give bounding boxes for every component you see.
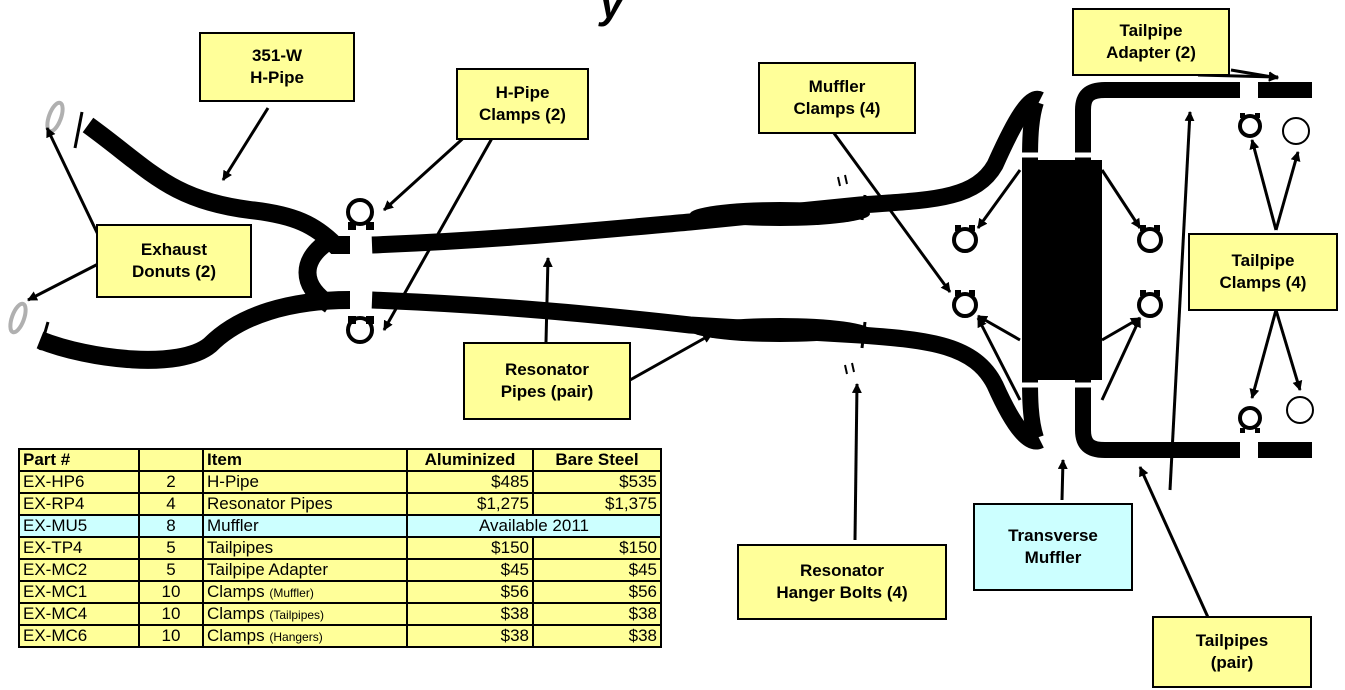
cell-item: Clamps (Hangers): [202, 624, 408, 648]
header-part-number: Part #: [18, 448, 140, 472]
item-note: (Hangers): [269, 630, 323, 644]
item-name: Clamps: [207, 604, 270, 623]
clamp-muffler-1: [952, 227, 978, 253]
cell-item: Tailpipe Adapter: [202, 558, 408, 582]
clamp-h-pipe-upper: [346, 198, 374, 226]
table-header-row: Part # Item Aluminized Bare Steel: [18, 448, 662, 472]
header-bare-steel: Bare Steel: [532, 448, 662, 472]
table-row: EX-TP4 5 Tailpipes $150 $150: [18, 536, 662, 560]
cell-item: Clamps (Tailpipes): [202, 602, 408, 626]
cell-bare-steel: $45: [532, 558, 662, 582]
cell-qty: 10: [138, 624, 204, 648]
cell-part: EX-HP6: [18, 470, 140, 494]
clamp-muffler-3: [1137, 227, 1163, 253]
cell-aluminized: $38: [406, 602, 534, 626]
tailpipe-upper: [1075, 82, 1240, 160]
muffler-inlet-lower: [1022, 379, 1044, 441]
clamp-tailpipe-1: [1238, 114, 1262, 138]
cell-item: Clamps (Muffler): [202, 580, 408, 604]
label-tailpipes: Tailpipes(pair): [1152, 616, 1312, 688]
exhaust-donut-lower: [8, 301, 28, 335]
cell-part: EX-TP4: [18, 536, 140, 560]
pipe-assembly: [36, 82, 1312, 458]
cell-bare-steel: $56: [532, 580, 662, 604]
cell-qty: 5: [138, 536, 204, 560]
cell-part: EX-MC1: [18, 580, 140, 604]
cell-part: EX-MC4: [18, 602, 140, 626]
table-row: EX-MC1 10 Clamps (Muffler) $56 $56: [18, 580, 662, 604]
resonator-upper: [690, 202, 870, 226]
transverse-muffler-body: [1022, 160, 1102, 380]
clamp-muffler-2: [952, 292, 978, 318]
cell-item: Resonator Pipes: [202, 492, 408, 516]
cell-bare-steel: $38: [532, 602, 662, 626]
table-row: EX-HP6 2 H-Pipe $485 $535: [18, 470, 662, 494]
item-note: (Tailpipes): [269, 608, 325, 622]
cell-part: EX-MU5: [18, 514, 140, 538]
h-pipe-upper: [82, 117, 350, 254]
clamp-muffler-4: [1137, 292, 1163, 318]
cell-part: EX-MC6: [18, 624, 140, 648]
cell-item: H-Pipe: [202, 470, 408, 494]
item-name: Clamps: [207, 582, 270, 601]
resonator-lower: [690, 318, 870, 342]
cell-qty: 4: [138, 492, 204, 516]
table-row: EX-MC2 5 Tailpipe Adapter $45 $45: [18, 558, 662, 582]
cell-item: Tailpipes: [202, 536, 408, 560]
item-note: (Muffler): [269, 586, 314, 600]
clamp-tailpipe-2: [1282, 117, 1310, 145]
cell-qty: 10: [138, 580, 204, 604]
cell-part: EX-RP4: [18, 492, 140, 516]
h-pipe-lower: [36, 291, 351, 369]
cell-aluminized: $150: [406, 536, 534, 560]
muffler-inlet-upper: [1022, 99, 1044, 161]
parts-price-table: Part # Item Aluminized Bare Steel EX-HP6…: [18, 448, 662, 648]
cell-qty: 10: [138, 602, 204, 626]
cell-aluminized: $45: [406, 558, 534, 582]
table-row: EX-MU5 8 Muffler Available 2011: [18, 514, 662, 538]
cell-aluminized: $1,275: [406, 492, 534, 516]
cell-bare-steel: $38: [532, 624, 662, 648]
header-item: Item: [202, 448, 408, 472]
table-row: EX-RP4 4 Resonator Pipes $1,275 $1,375: [18, 492, 662, 516]
cell-aluminized: $56: [406, 580, 534, 604]
cell-qty: 8: [138, 514, 204, 538]
resonator-pipe-upper: [371, 91, 1044, 254]
cell-qty: 5: [138, 558, 204, 582]
cell-aluminized: $485: [406, 470, 534, 494]
table-row: EX-MC4 10 Clamps (Tailpipes) $38 $38: [18, 602, 662, 626]
clamp-h-pipe-lower: [346, 316, 374, 344]
clamp-tailpipe-3: [1238, 406, 1262, 430]
cell-bare-steel: $150: [532, 536, 662, 560]
cell-bare-steel: $535: [532, 470, 662, 494]
cell-availability: Available 2011: [406, 514, 662, 538]
header-qty: [138, 448, 204, 472]
resonator-pipe-lower: [371, 291, 1044, 450]
header-aluminized: Aluminized: [406, 448, 534, 472]
tailpipe-lower: [1075, 378, 1240, 458]
clamp-tailpipe-4: [1286, 396, 1314, 424]
cell-qty: 2: [138, 470, 204, 494]
cell-bare-steel: $1,375: [532, 492, 662, 516]
page-title-fragment: y: [600, 0, 624, 27]
cell-aluminized: $38: [406, 624, 534, 648]
table-row: EX-MC6 10 Clamps (Hangers) $38 $38: [18, 624, 662, 648]
cell-item: Muffler: [202, 514, 408, 538]
cell-part: EX-MC2: [18, 558, 140, 582]
h-pipe-crossover: [298, 232, 336, 313]
item-name: Clamps: [207, 626, 270, 645]
